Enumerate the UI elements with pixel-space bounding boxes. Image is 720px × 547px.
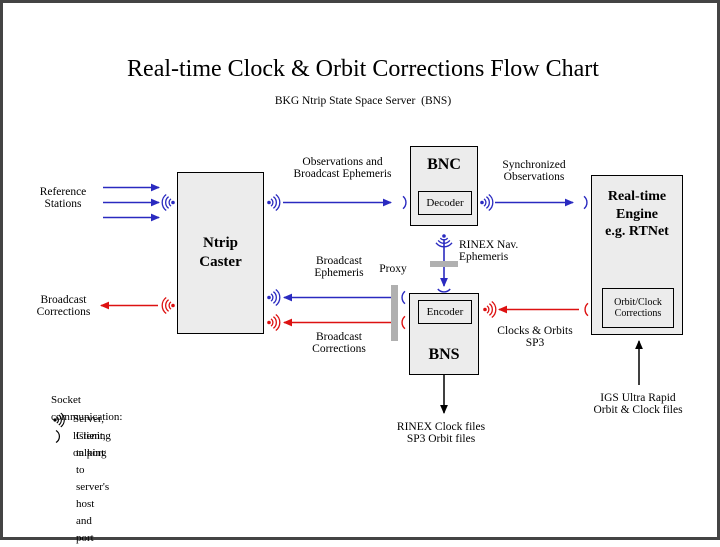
- rinex-files-line2: SP3 Orbit files: [406, 433, 476, 445]
- socket-server-icon-rinex-nav: [435, 234, 453, 248]
- orbit-clock-line1: Orbit/Clock: [614, 296, 662, 308]
- bc-left-line2: Corrections: [36, 306, 91, 318]
- clocks-orbits-line2: SP3: [525, 337, 545, 349]
- sync-obs-line2: Observations: [503, 171, 565, 183]
- orbit-clock-line2: Corrections: [614, 308, 662, 319]
- obs-be-line1: Observations and: [302, 156, 383, 168]
- label-reference-stations: Reference Stations: [13, 186, 113, 210]
- bns-box[interactable]: Encoder BNS: [409, 293, 479, 375]
- bnc-decoder-box[interactable]: Decoder: [418, 191, 472, 215]
- be-line2: Ephemeris: [314, 267, 364, 279]
- label-clocks-orbits-sp3: Clocks & Orbits SP3: [481, 325, 589, 349]
- label-synchronized-observations: Synchronized Observations: [481, 159, 587, 183]
- socket-client-icon-engine-in: [583, 195, 588, 210]
- label-observations-broadcast-ephemeris: Observations and Broadcast Ephemeris: [275, 156, 410, 180]
- socket-server-icon: [51, 412, 71, 428]
- socket-server-icon-caster-be-in: [267, 288, 281, 307]
- socket-client-icon-bns-be-out: [401, 290, 406, 305]
- label-rinex-nav-ephemeris: RINEX Nav. Ephemeris: [459, 239, 567, 263]
- bns-encoder-box[interactable]: Encoder: [418, 300, 472, 324]
- engine-orbit-clock-corrections-box[interactable]: Orbit/Clock Corrections: [602, 288, 674, 328]
- label-rinex-sp3-files: RINEX Clock files SP3 Orbit files: [376, 421, 506, 445]
- socket-server-icon-bns-co-in: [483, 300, 497, 319]
- ntrip-caster-box[interactable]: Ntrip Caster: [177, 172, 264, 334]
- socket-server-icon-caster-out: [161, 296, 175, 315]
- legend-client-label: Client, talking to server's host and por…: [76, 430, 110, 545]
- socket-client-icon-engine-out: [584, 302, 589, 317]
- socket-client-icon-bnc-in: [402, 195, 407, 210]
- rinex-nav-line2: Ephemeris: [459, 251, 509, 263]
- socket-server-icon-caster-obs: [267, 193, 281, 212]
- sync-obs-line1: Synchronized: [502, 159, 566, 171]
- label-broadcast-corrections-mid: Broadcast Corrections: [293, 331, 385, 355]
- be-line1: Broadcast: [316, 255, 362, 267]
- page-subtitle: BKG Ntrip State Space Server (BNS): [274, 95, 452, 107]
- bnc-label: BNC: [427, 156, 461, 173]
- bc-mid-line2: Corrections: [312, 343, 366, 355]
- bns-label: BNS: [428, 346, 460, 363]
- engine-label-line2: Engine: [615, 206, 658, 222]
- label-proxy: Proxy: [379, 263, 407, 275]
- socket-client-icon-bns-nav-in: [437, 288, 451, 293]
- socket-server-icon-bnc-out: [480, 193, 494, 212]
- realtime-engine-box[interactable]: Real-time Engine e.g. RTNet Orbit/Clock …: [591, 175, 683, 335]
- legend-server-label: Server, listening on port: [73, 413, 111, 460]
- bc-left-line1: Broadcast: [40, 294, 87, 306]
- socket-client-icon-bns-bc-out: [401, 315, 406, 330]
- label-igs-ultra-rapid: IGS Ultra Rapid Orbit & Clock files: [573, 392, 703, 416]
- obs-be-line2: Broadcast Ephemeris: [293, 168, 392, 180]
- bnc-box[interactable]: BNC Decoder: [410, 146, 478, 226]
- igs-line2: Orbit & Clock files: [593, 404, 683, 416]
- socket-client-icon: [51, 429, 71, 444]
- socket-server-icon-caster-bc-in: [267, 313, 281, 332]
- rinex-files-line1: RINEX Clock files: [396, 421, 486, 433]
- ntrip-caster-label-line2: Caster: [199, 254, 242, 270]
- rinex-nav-line1: RINEX Nav.: [459, 239, 519, 251]
- ntrip-caster-label-line1: Ntrip: [202, 235, 238, 252]
- bc-mid-line1: Broadcast: [316, 331, 362, 343]
- label-broadcast-ephemeris: Broadcast Ephemeris: [293, 255, 385, 279]
- clocks-orbits-line1: Clocks & Orbits: [497, 325, 573, 337]
- proxy-bar-vertical: [430, 261, 458, 267]
- socket-server-icon-caster-in: [161, 193, 175, 212]
- page-title: Real-time Clock & Orbit Corrections Flow…: [127, 56, 599, 82]
- engine-label-line1: Real-time: [607, 189, 667, 204]
- label-broadcast-corrections-left: Broadcast Corrections: [11, 294, 116, 318]
- ref-stations-line2: Stations: [44, 198, 82, 210]
- igs-line1: IGS Ultra Rapid: [600, 392, 676, 404]
- engine-label-line3: e.g. RTNet: [605, 224, 669, 239]
- ref-stations-line1: Reference: [39, 186, 87, 198]
- proxy-bar: [391, 285, 398, 341]
